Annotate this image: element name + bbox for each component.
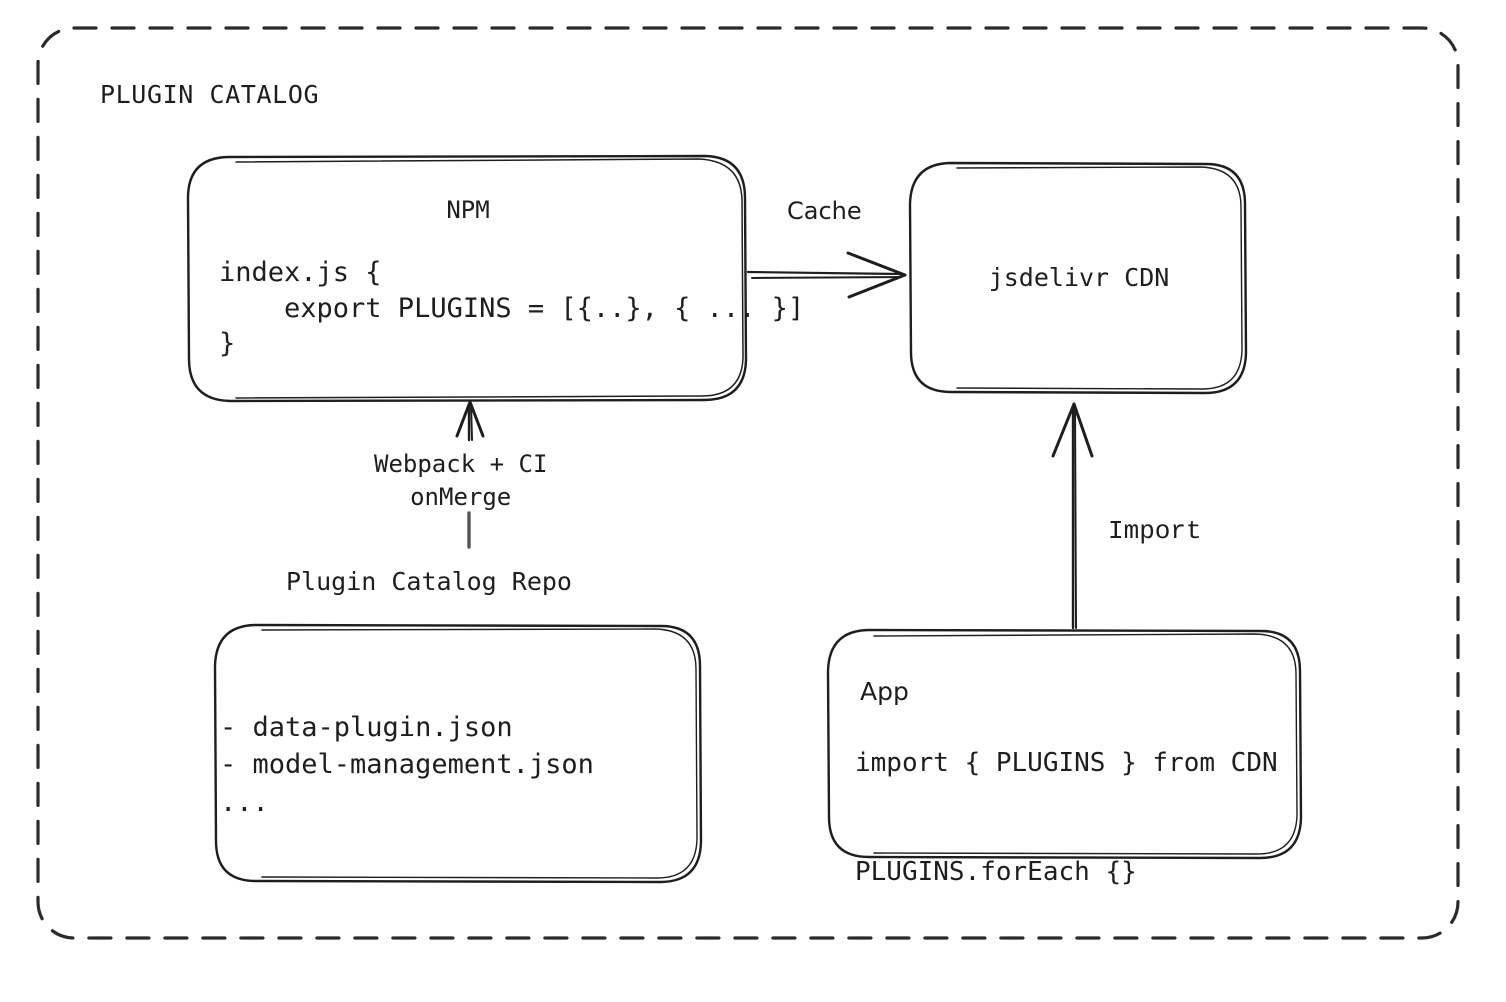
webpack-ci-edge-label: Webpack + CI onMerge [374,450,548,512]
npm-node-title: NPM [446,196,490,224]
plugin-catalog-repo-file-list: - data-plugin.json - model-management.js… [220,712,594,818]
plugin-catalog-repo-node-title: Plugin Catalog Repo [286,567,572,596]
jsdelivr-cdn-node-title: jsdelivr CDN [988,263,1170,292]
import-edge-arrow [1051,402,1094,630]
plugin-catalog-title: PLUGIN CATALOG [100,80,320,109]
import-edge-label: Import [1108,516,1202,546]
cache-edge-label: Cache [787,197,862,225]
npm-node-code: index.js { export PLUGINS = [{..}, { ...… [219,257,805,360]
app-node-code: import { PLUGINS } from CDN PLUGINS.forE… [855,748,1278,888]
app-node-title: App [860,677,909,706]
